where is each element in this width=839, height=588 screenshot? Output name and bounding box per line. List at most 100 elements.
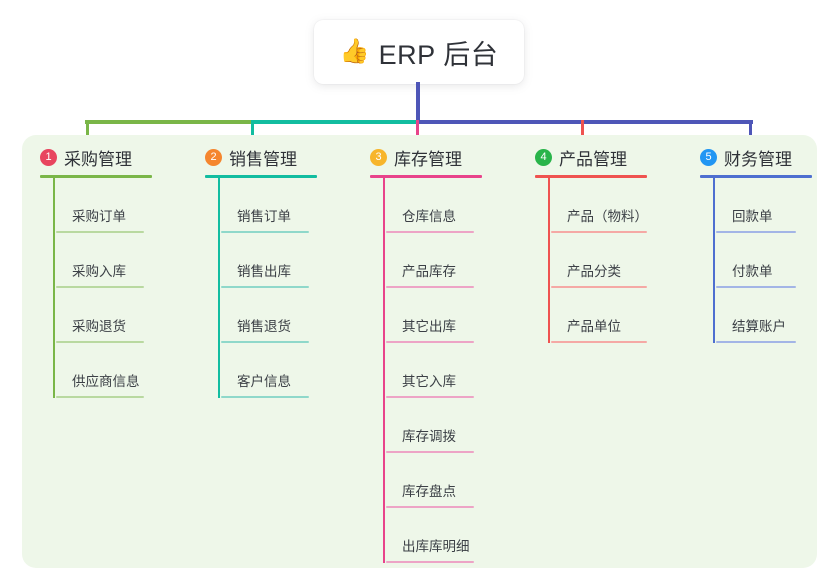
branch-item-list: 仓库信息产品库存其它出库其它入库库存调拨库存盘点出库库明细 [370,178,482,563]
branch-item[interactable]: 产品库存 [386,233,482,288]
branch-number-badge: 4 [535,148,552,166]
branch-item-rule [386,231,474,233]
branch-item-list: 回款单付款单结算账户 [700,178,812,343]
root-node-title: ERP 后台 [378,39,499,70]
branch-item-label: 库存盘点 [402,484,456,499]
connector-bus-segment-1 [85,120,252,124]
branch-header-库存管理[interactable]: 3 库存管理 [370,145,482,169]
branch-item[interactable]: 采购订单 [56,178,152,233]
branch-item[interactable]: 销售出库 [221,233,317,288]
branch-item[interactable]: 采购退货 [56,288,152,343]
branch-item-label: 客户信息 [237,374,291,389]
branch-item-rule [221,286,309,288]
branch-item-label: 采购退货 [72,319,126,334]
branch-item-label: 仓库信息 [402,209,456,224]
branch-header-采购管理[interactable]: 1 采购管理 [40,145,152,169]
branch-item-rule [716,231,796,233]
branch-title: 财务管理 [724,149,792,169]
branch-item-label: 其它出库 [402,319,456,334]
branch-item[interactable]: 供应商信息 [56,343,152,398]
connector-bus-segment-3 [417,120,753,124]
branch-item[interactable]: 销售退货 [221,288,317,343]
branch-item-rule [386,506,474,508]
connector-root-stem [416,82,420,123]
branch-spine [383,178,385,563]
branch-item[interactable]: 付款单 [716,233,812,288]
branch-item-label: 出库库明细 [402,539,470,554]
branch-number-badge: 3 [370,148,387,166]
branch-header-rule [535,175,647,178]
branch-item-rule [56,231,144,233]
branch-item-label: 销售订单 [237,209,291,224]
branch-item-rule [56,396,144,398]
branch-item[interactable]: 销售订单 [221,178,317,233]
branch-header-rule [700,175,812,178]
branch-spine [218,178,220,398]
branch-column-采购管理: 1 采购管理采购订单采购入库采购退货供应商信息 [40,145,152,398]
branch-item-label: 回款单 [732,209,773,224]
branch-item-rule [56,341,144,343]
branch-item-label: 采购入库 [72,264,126,279]
branch-header-财务管理[interactable]: 5 财务管理 [700,145,812,169]
branch-item[interactable]: 仓库信息 [386,178,482,233]
branch-item-label: 产品库存 [402,264,456,279]
branch-item-label: 产品分类 [567,264,621,279]
branch-item-rule [221,341,309,343]
branch-column-产品管理: 4 产品管理产品（物料） 产品分类产品单位 [535,145,648,343]
branch-spine [548,178,550,343]
branch-title: 产品管理 [559,149,627,169]
branch-item-label: 库存调拨 [402,429,456,444]
branch-item-rule [386,451,474,453]
branch-item-rule [221,396,309,398]
branch-item[interactable]: 结算账户 [716,288,812,343]
branch-spine [713,178,715,343]
branch-item-rule [221,231,309,233]
branch-item[interactable]: 库存盘点 [386,453,482,508]
branch-number-badge: 5 [700,148,717,166]
branch-header-产品管理[interactable]: 4 产品管理 [535,145,647,169]
connector-bus-segment-2 [252,120,417,124]
branch-item-label: 结算账户 [732,319,786,334]
branch-item-rule [716,341,796,343]
branch-item-rule [551,341,647,343]
branch-header-rule [40,175,152,178]
branch-column-库存管理: 3 库存管理仓库信息产品库存其它出库其它入库库存调拨库存盘点出库库明细 [370,145,482,563]
branch-item-label: 产品单位 [567,319,621,334]
branch-number-badge: 1 [40,148,57,166]
branch-item-label: 付款单 [732,264,773,279]
branch-item[interactable]: 其它入库 [386,343,482,398]
branch-item[interactable]: 回款单 [716,178,812,233]
branch-item-list: 销售订单销售出库销售退货客户信息 [205,178,317,398]
branch-item-list: 产品（物料） 产品分类产品单位 [535,178,648,343]
branch-item[interactable]: 其它出库 [386,288,482,343]
branch-item-label: 其它入库 [402,374,456,389]
branch-item[interactable]: 采购入库 [56,233,152,288]
thumbs-up-icon: 👍 [339,38,370,65]
branch-item-rule [716,286,796,288]
branch-item[interactable]: 产品单位 [551,288,647,343]
branch-column-财务管理: 5 财务管理回款单付款单结算账户 [700,145,812,343]
branch-item-rule [551,286,647,288]
branch-item[interactable]: 客户信息 [221,343,317,398]
branch-title: 库存管理 [394,149,462,169]
branch-item-label: 销售退货 [237,319,291,334]
branch-title: 采购管理 [64,149,132,169]
branch-spine [53,178,55,398]
branch-item-label: 销售出库 [237,264,291,279]
branch-item[interactable]: 库存调拨 [386,398,482,453]
branch-item[interactable]: 出库库明细 [386,508,482,563]
branch-item-rule [386,341,474,343]
branch-header-rule [205,175,317,178]
branch-header-rule [370,175,482,178]
root-node-erp-backend[interactable]: 👍 ERP 后台 [314,20,524,84]
branch-item-list: 采购订单采购入库采购退货供应商信息 [40,178,152,398]
branch-item[interactable]: 产品分类 [551,233,647,288]
branch-title: 销售管理 [229,149,297,169]
branch-item-rule [551,231,647,233]
branch-item[interactable]: 产品（物料） [551,178,648,233]
branch-item-rule [56,286,144,288]
branch-item-label: 采购订单 [72,209,126,224]
